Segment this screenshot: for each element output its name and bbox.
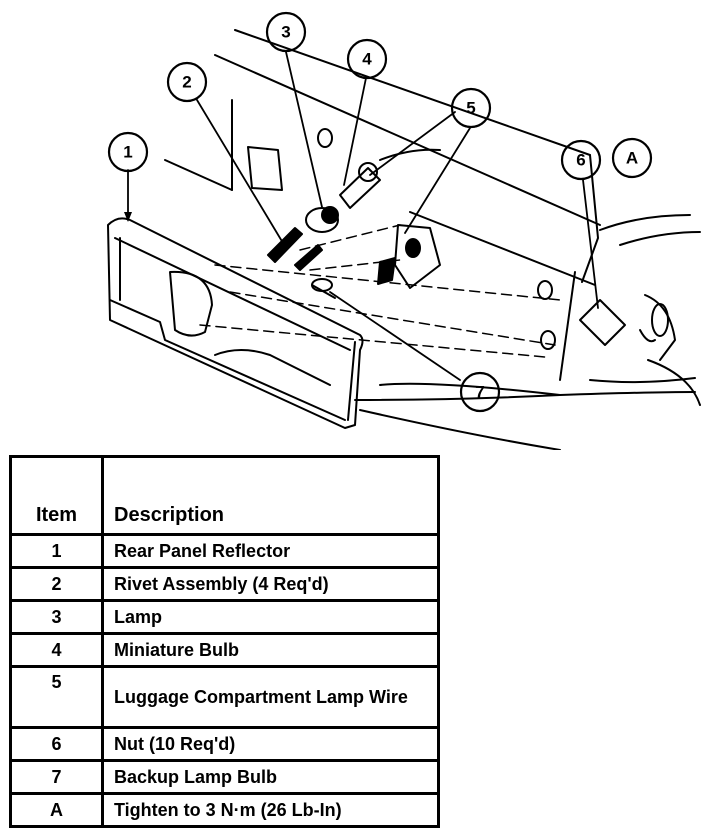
row-item: 6 [9, 726, 104, 762]
lamp-assembly-parts [268, 150, 440, 298]
header-item: Item [9, 455, 104, 536]
callout-label-5: 5 [466, 99, 475, 118]
table-row: 4 Miniature Bulb [9, 632, 440, 668]
callout-label-2: 2 [182, 73, 191, 92]
table-row: 2 Rivet Assembly (4 Req'd) [9, 566, 440, 602]
header-description: Description [101, 455, 440, 536]
table-row: 6 Nut (10 Req'd) [9, 726, 440, 762]
row-description: Rear Panel Reflector [101, 533, 440, 569]
parts-legend-table: Item Description 1 Rear Panel Reflector … [9, 455, 440, 828]
row-item: 2 [9, 566, 104, 602]
table-row: A Tighten to 3 N·m (26 Lb-In) [9, 792, 440, 828]
row-item: 7 [9, 759, 104, 795]
trunk-body-panel [165, 30, 700, 380]
row-description: Nut (10 Req'd) [101, 726, 440, 762]
bumper-outline [355, 360, 700, 450]
row-item: 3 [9, 599, 104, 635]
exploded-assembly-diagram: 1 2 3 4 5 6 A 7 [0, 11, 720, 450]
row-description: Lamp [101, 599, 440, 635]
rear-panel-reflector-shape [108, 218, 363, 428]
table-row: 7 Backup Lamp Bulb [9, 759, 440, 795]
table-row: 1 Rear Panel Reflector [9, 533, 440, 569]
row-item: A [9, 792, 104, 828]
table-header-row: Item Description [9, 455, 440, 536]
row-item: 5 [9, 665, 104, 729]
row-description: Miniature Bulb [101, 632, 440, 668]
row-item: 1 [9, 533, 104, 569]
callout-leaders [124, 52, 598, 380]
row-description: Rivet Assembly (4 Req'd) [101, 566, 440, 602]
row-description: Tighten to 3 N·m (26 Lb-In) [101, 792, 440, 828]
alignment-guides [200, 225, 560, 357]
callout-label-a: A [626, 149, 638, 168]
callout-label-3: 3 [281, 23, 290, 42]
table-row: 5 Luggage Compartment Lamp Wire [9, 665, 440, 729]
table-row: 3 Lamp [9, 599, 440, 635]
callout-circles [107, 11, 653, 413]
callout-label-7: 7 [475, 383, 484, 402]
callout-label-6: 6 [576, 151, 585, 170]
row-description: Backup Lamp Bulb [101, 759, 440, 795]
callout-label-1: 1 [123, 143, 132, 162]
row-description: Luggage Compartment Lamp Wire [101, 665, 440, 729]
callout-label-4: 4 [362, 50, 372, 69]
row-item: 4 [9, 632, 104, 668]
